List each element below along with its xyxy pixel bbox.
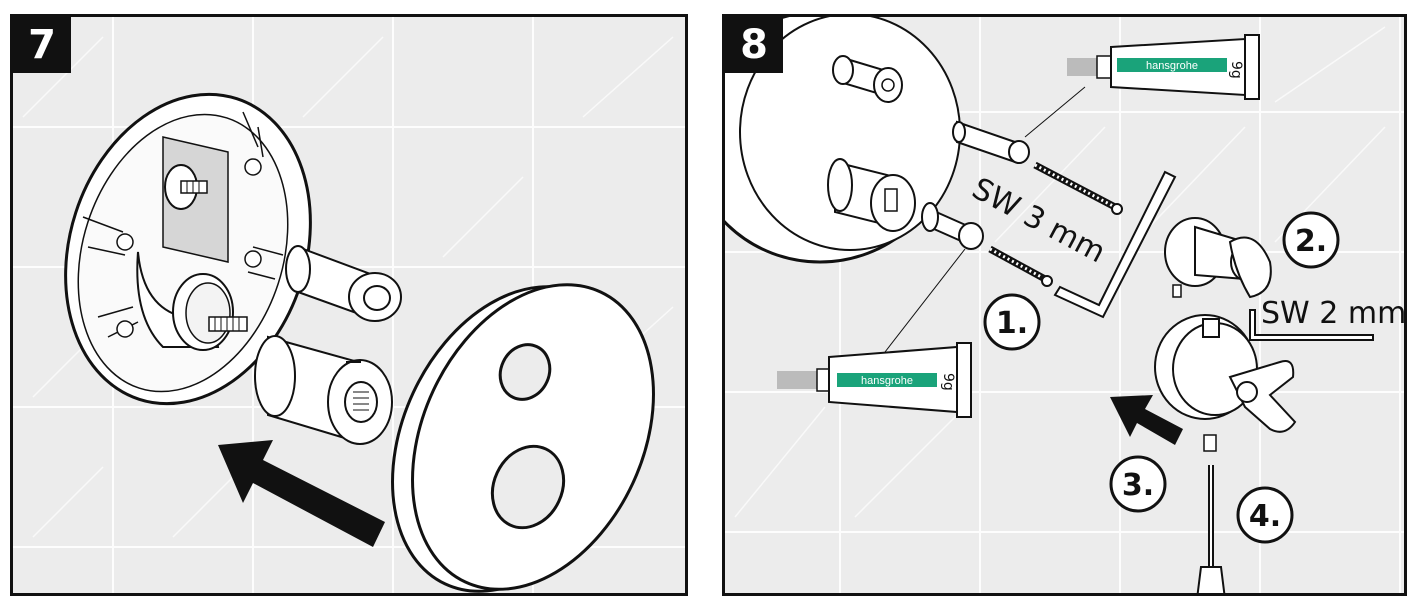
hex-key-large (1053, 170, 1177, 319)
callout-4: 4. (1236, 486, 1294, 544)
grease-tube-lower: hansgrohe 9g (777, 248, 972, 418)
callout-2-label: 2. (1295, 224, 1327, 259)
handle-large (1154, 314, 1297, 433)
hex-key-small-label: SW 2 mm (1261, 296, 1406, 331)
extension-sleeve-upper (285, 245, 402, 322)
direction-arrow (218, 440, 385, 547)
mounting-screw-upper (1033, 161, 1123, 215)
callout-3: 3. (1109, 455, 1167, 513)
step-7-panel: 7 (10, 14, 688, 596)
direction-arrow (1110, 395, 1183, 445)
grease-tube-upper: hansgrohe 9g (1024, 34, 1260, 138)
step-number: 7 (13, 17, 71, 73)
callout-3-label: 3. (1122, 468, 1154, 503)
grease-weight-label: 9g (1228, 61, 1244, 79)
trim-cover-plate (391, 283, 655, 593)
hex-key-large-label: SW 3 mm (966, 171, 1111, 270)
grease-weight-label: 9g (940, 373, 956, 391)
mounting-screw-lower (988, 245, 1053, 287)
step-7-illustration (13, 17, 685, 593)
screwdriver (1196, 465, 1226, 593)
callout-1-label: 1. (996, 306, 1028, 341)
grease-brand-label: hansgrohe (1146, 60, 1198, 72)
spindle-adapter (921, 202, 984, 250)
step-8-illustration: hansgrohe 9g hansgrohe 9g (725, 17, 1406, 593)
grease-brand-label: hansgrohe (861, 375, 913, 387)
installed-trim-plate (725, 17, 961, 264)
hex-key-small (1249, 309, 1374, 341)
step-number: 8 (725, 17, 783, 73)
set-screw (1203, 434, 1217, 452)
handle-small (1164, 217, 1272, 299)
callout-1: 1. (983, 293, 1041, 351)
callout-4-label: 4. (1249, 499, 1281, 534)
extension-sleeve-lower (254, 335, 393, 445)
rough-in-valve (64, 92, 312, 406)
step-8-panel: hansgrohe 9g hansgrohe 9g (722, 14, 1407, 596)
callout-2: 2. (1282, 211, 1340, 269)
extension-pin (952, 120, 1030, 164)
